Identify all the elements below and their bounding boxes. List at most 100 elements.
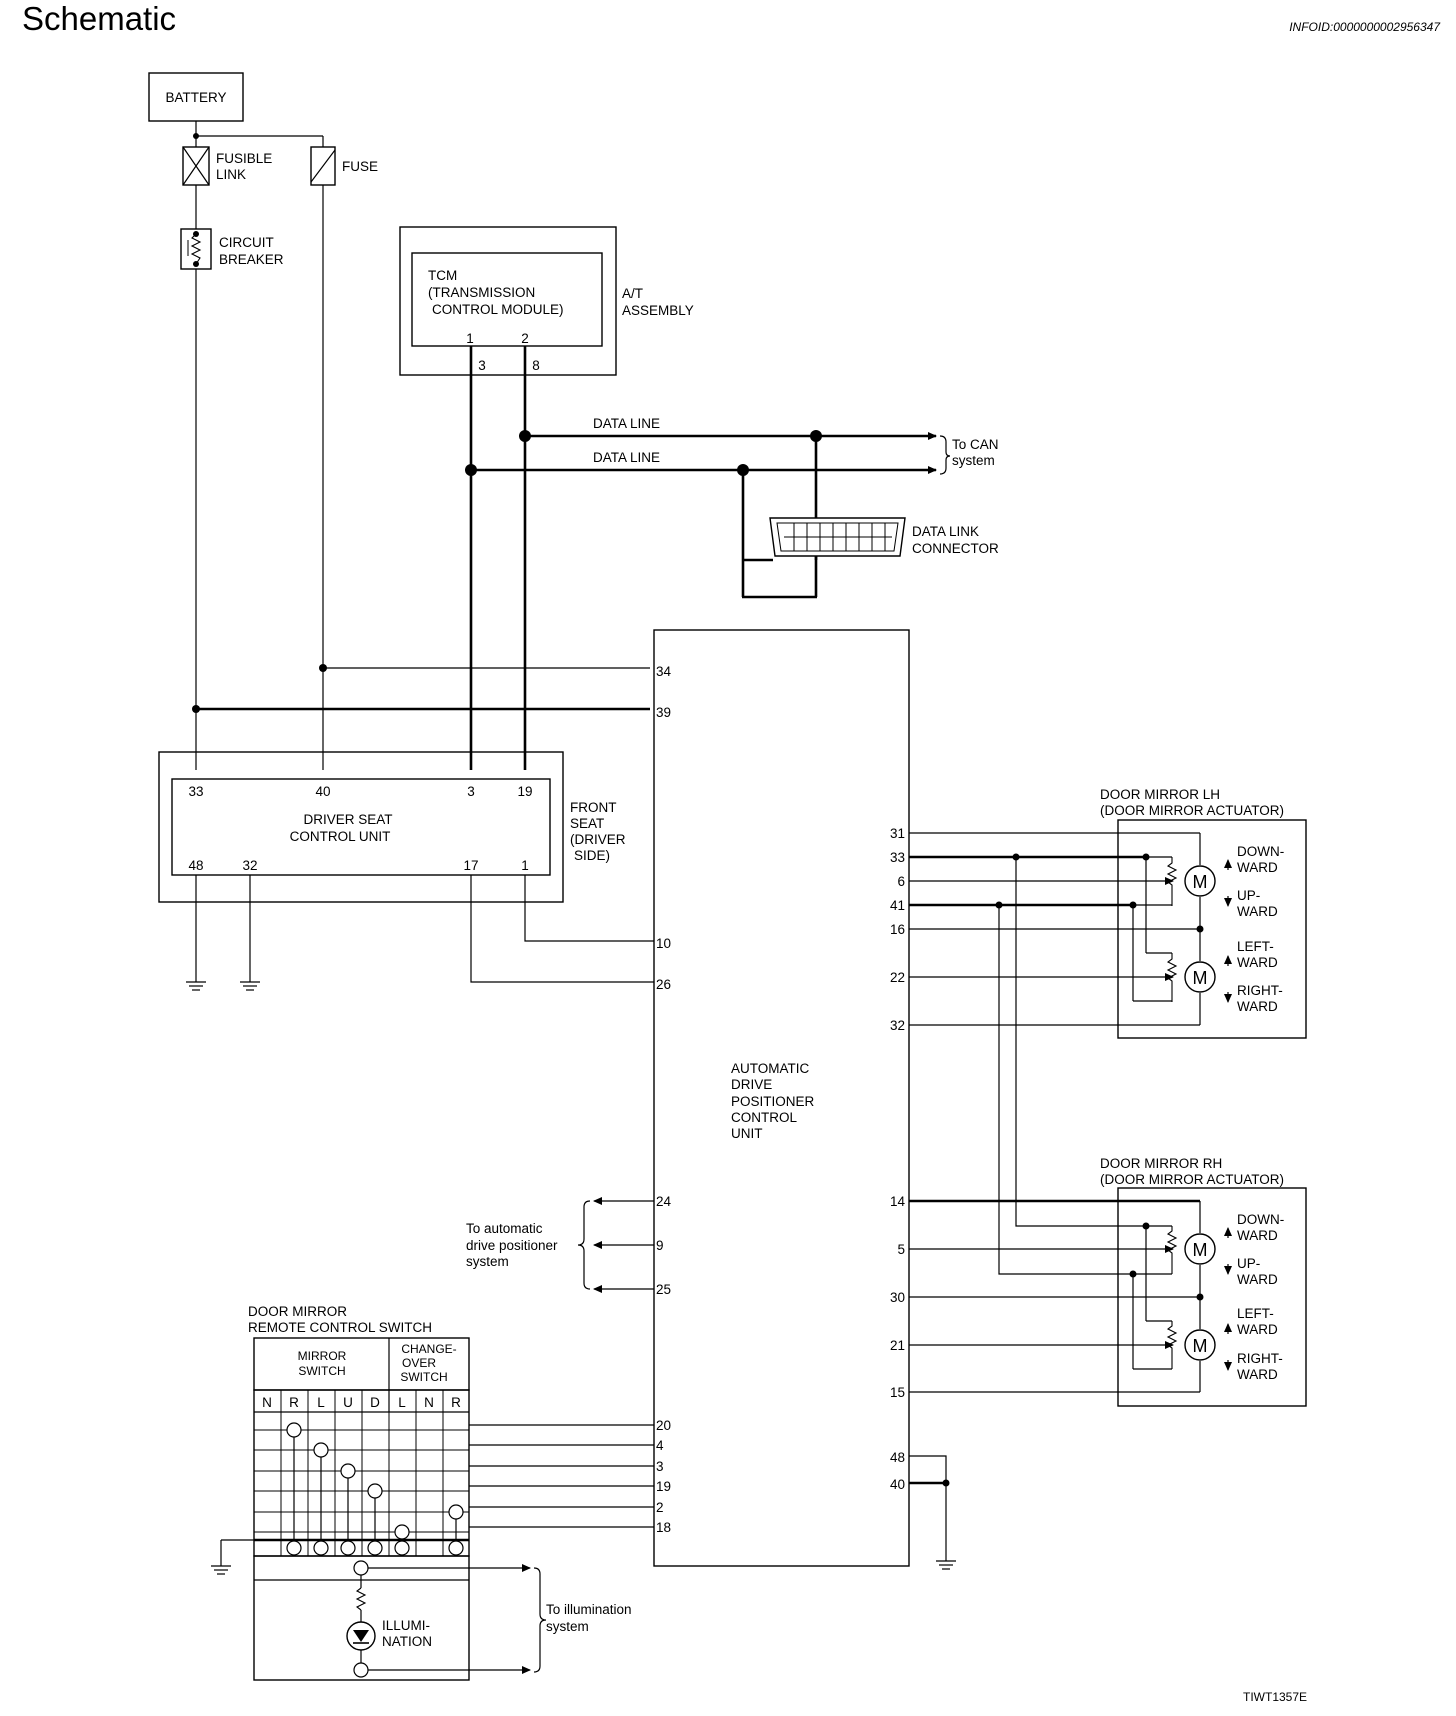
positioner-line-1: To automatic — [466, 1221, 543, 1236]
driver-seat-control-unit: 33 40 3 19 DRIVER SEAT CONTROL UNIT 48 3… — [158, 751, 626, 903]
mirror-rh-right-1: RIGHT- — [1237, 1351, 1283, 1366]
mirror-lh-left-2: WARD — [1237, 955, 1278, 970]
adp-pin-9: 9 — [656, 1238, 664, 1253]
adp-pin-21: 21 — [890, 1338, 905, 1353]
adp-pin-3: 3 — [656, 1459, 664, 1474]
col-U: U — [343, 1395, 353, 1410]
mirror-lh-title-1: DOOR MIRROR LH — [1100, 787, 1220, 802]
adp-name-3: POSITIONER — [731, 1094, 815, 1109]
figure-code: TIWT1357E — [1243, 1690, 1308, 1704]
dsu-name-2: CONTROL UNIT — [290, 829, 391, 844]
to-illumination-1: To illumination — [546, 1602, 632, 1617]
positioner-line-2: drive positioner — [466, 1238, 558, 1253]
motor-icon: M — [1184, 961, 1216, 993]
adp-pin-39: 39 — [656, 705, 671, 720]
adp-pin-6: 6 — [897, 874, 905, 889]
adp-pin-48: 48 — [890, 1450, 905, 1465]
tcm-line-3: CONTROL MODULE) — [432, 302, 564, 317]
ground-symbol — [186, 981, 206, 991]
adp-pin-5: 5 — [897, 1242, 905, 1257]
mirror-lh-down-2: WARD — [1237, 860, 1278, 875]
fuse-label: FUSE — [342, 159, 378, 174]
mirror-lh-up-1: UP- — [1237, 888, 1260, 903]
at-assembly-line-1: A/T — [622, 286, 643, 301]
dsu-pin-32: 32 — [242, 858, 257, 873]
data-line-label-1: DATA LINE — [593, 416, 660, 431]
fusible-link: FUSIBLE LINK — [182, 146, 272, 186]
dlc-label-1: DATA LINK — [912, 524, 979, 539]
adp-pin-33: 33 — [890, 850, 905, 865]
mirror-rh-left-2: WARD — [1237, 1322, 1278, 1337]
illumination: ILLUMI- NATION To illumination system — [253, 1555, 632, 1681]
mirror-lh-up-2: WARD — [1237, 904, 1278, 919]
mirror-switch-1: MIRROR — [298, 1349, 347, 1363]
dsu-pin-40: 40 — [315, 784, 330, 799]
tcm-pin-1: 1 — [466, 331, 474, 346]
battery-label: BATTERY — [165, 90, 226, 105]
mirror-switch-2: SWITCH — [298, 1364, 345, 1378]
tcm-pin-3: 3 — [478, 358, 486, 373]
col-D: D — [370, 1395, 380, 1410]
adp-pin-40: 40 — [890, 1477, 905, 1492]
front-seat-3: (DRIVER — [570, 832, 626, 847]
adp-pin-18: 18 — [656, 1520, 671, 1535]
mirror-rh-title-2: (DOOR MIRROR ACTUATOR) — [1100, 1172, 1284, 1187]
col-R: R — [289, 1395, 299, 1410]
adp-pin-24: 24 — [656, 1194, 672, 1209]
info-id: INFOID:0000000002956347 — [1289, 20, 1440, 34]
mirror-rh-down-1: DOWN- — [1237, 1212, 1284, 1227]
positioner-connection: To automatic drive positioner system — [466, 1197, 654, 1293]
adp-name-4: CONTROL — [731, 1110, 797, 1125]
changeover-2: OVER — [402, 1356, 436, 1370]
data-link-connector: DATA LINK CONNECTOR — [769, 517, 999, 557]
svg-text:M: M — [1193, 1336, 1208, 1356]
adp-pin-25: 25 — [656, 1282, 671, 1297]
adp-pin-41: 41 — [890, 898, 905, 913]
door-mirror-rh: DOOR MIRROR RH (DOOR MIRROR ACTUATOR) M — [909, 1156, 1307, 1407]
mirror-lh-title-2: (DOOR MIRROR ACTUATOR) — [1100, 803, 1284, 818]
tcm-line-1: TCM — [428, 268, 457, 283]
front-seat-4: SIDE) — [574, 848, 610, 863]
at-assembly-line-2: ASSEMBLY — [622, 303, 694, 318]
dsu-pin-3: 3 — [467, 784, 475, 799]
adp-pin-20: 20 — [656, 1418, 671, 1433]
data-line-label-2: DATA LINE — [593, 450, 660, 465]
tcm-pin-8: 8 — [532, 358, 540, 373]
svg-text:M: M — [1193, 968, 1208, 988]
ground-symbol — [240, 981, 260, 991]
to-can-line-1: To CAN — [952, 437, 999, 452]
adp-pin-4: 4 — [656, 1438, 664, 1453]
adp-pin-2: 2 — [656, 1500, 664, 1515]
door-mirror-lh: DOOR MIRROR LH (DOOR MIRROR ACTUATOR) — [909, 787, 1307, 1039]
illumination-label-2: NATION — [382, 1634, 432, 1649]
remote-switch-title-2: REMOTE CONTROL SWITCH — [248, 1320, 432, 1335]
mirror-rh-up-2: WARD — [1237, 1272, 1278, 1287]
ground-symbol — [211, 1565, 231, 1575]
adp-pin-30: 30 — [890, 1290, 905, 1305]
adp-pin-31: 31 — [890, 826, 905, 841]
motor-icon: M — [1184, 1233, 1216, 1265]
front-seat-2: SEAT — [570, 816, 604, 831]
circuit-breaker: CIRCUIT BREAKER — [180, 228, 284, 270]
svg-text:M: M — [1193, 1240, 1208, 1260]
adp-pin-16: 16 — [890, 922, 905, 937]
circuit-breaker-label-1: CIRCUIT — [219, 235, 274, 250]
dsu-pin-1: 1 — [521, 858, 529, 873]
dsu-pin-17: 17 — [463, 858, 478, 873]
mirror-lh-right-1: RIGHT- — [1237, 983, 1283, 998]
mirror-rh-up-1: UP- — [1237, 1256, 1260, 1271]
tcm-line-2: (TRANSMISSION — [428, 285, 535, 300]
battery: BATTERY — [148, 72, 244, 122]
mirror-lh-right-2: WARD — [1237, 999, 1278, 1014]
dsu-pin-19: 19 — [517, 784, 532, 799]
adp-pin-34: 34 — [656, 664, 672, 679]
motor-icon: M — [1184, 865, 1216, 897]
fusible-link-label-2: LINK — [216, 167, 246, 182]
dsu-pin-48: 48 — [188, 858, 203, 873]
dlc-label-2: CONNECTOR — [912, 541, 999, 556]
adp-pin-10: 10 — [656, 936, 671, 951]
adp-pin-15: 15 — [890, 1385, 905, 1400]
changeover-3: SWITCH — [400, 1370, 447, 1384]
motor-icon: M — [1184, 1329, 1216, 1361]
